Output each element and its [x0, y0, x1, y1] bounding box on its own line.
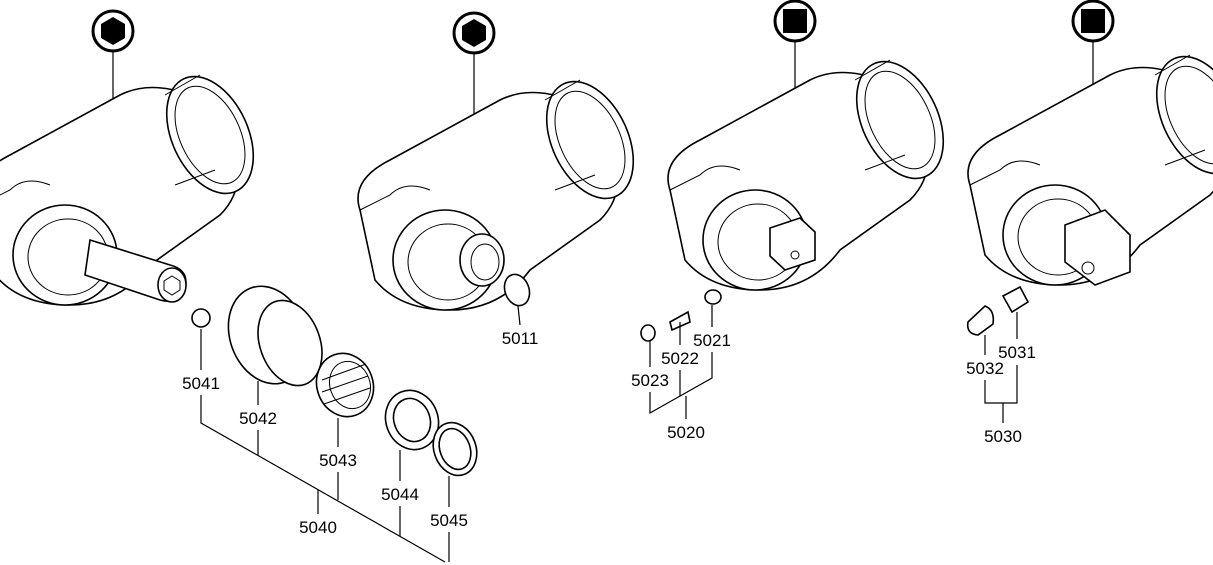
label-5040: 5040	[299, 518, 337, 537]
label-5022: 5022	[661, 349, 699, 368]
label-5043: 5043	[319, 451, 357, 470]
spring-5043	[315, 352, 375, 418]
hex-drive-icon	[91, 9, 135, 115]
label-5042: 5042	[239, 409, 277, 428]
retaining-ring-5045	[432, 421, 478, 477]
hex-drive-icon	[452, 11, 496, 118]
label-5021: 5021	[693, 331, 731, 350]
circlip-5011	[503, 273, 531, 307]
label-5041: 5041	[182, 374, 220, 393]
angle-head-3	[667, 46, 962, 291]
parts-5030	[966, 285, 1030, 336]
angle-head-1	[0, 61, 272, 306]
label-5030: 5030	[984, 427, 1022, 446]
label-5032: 5032	[966, 359, 1004, 378]
angle-head-4	[967, 41, 1213, 286]
label-5023: 5023	[631, 371, 669, 390]
knurled-sleeve-5042	[227, 285, 323, 387]
square-drive-icon	[773, 0, 817, 108]
ball-5041	[191, 308, 211, 328]
label-5044: 5044	[381, 485, 419, 504]
angle-head-2	[357, 66, 652, 311]
label-5020: 5020	[667, 423, 705, 442]
leader-lines	[200, 305, 1018, 563]
label-5011: 5011	[502, 329, 539, 348]
parts-5020	[640, 289, 722, 342]
label-5045: 5045	[430, 511, 468, 530]
square-drive-icon	[1071, 0, 1115, 108]
washer-5044	[384, 389, 440, 451]
label-5031: 5031	[998, 343, 1036, 362]
